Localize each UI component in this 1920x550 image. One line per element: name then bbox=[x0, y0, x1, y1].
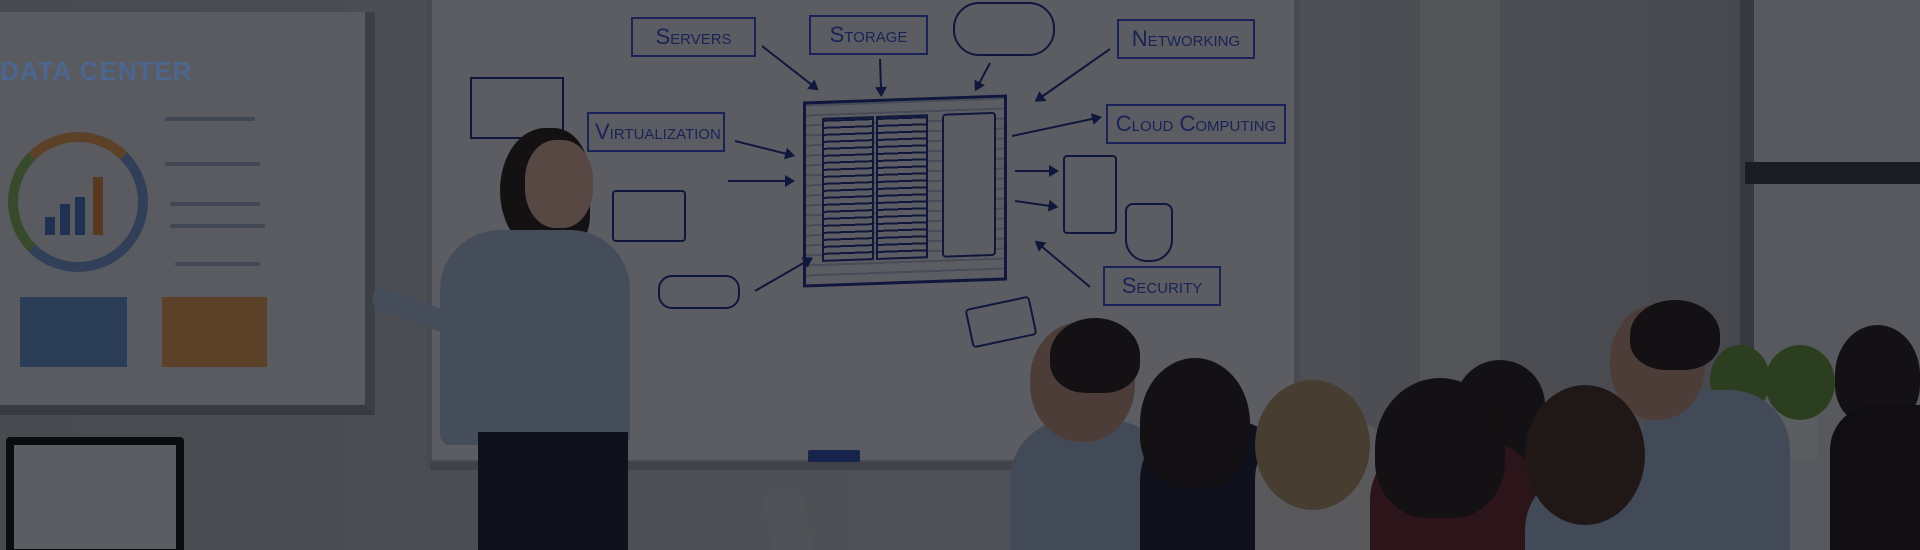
projector-title: DATA CENTER bbox=[0, 56, 193, 86]
label-cloud-computing: Cloud Computing bbox=[1106, 104, 1286, 144]
label-servers: Servers bbox=[631, 17, 756, 57]
label-security: Security bbox=[1103, 266, 1221, 306]
label-virtualization: Virtualization bbox=[587, 112, 725, 152]
label-networking: Networking bbox=[1117, 19, 1255, 59]
label-storage: Storage bbox=[809, 15, 928, 55]
